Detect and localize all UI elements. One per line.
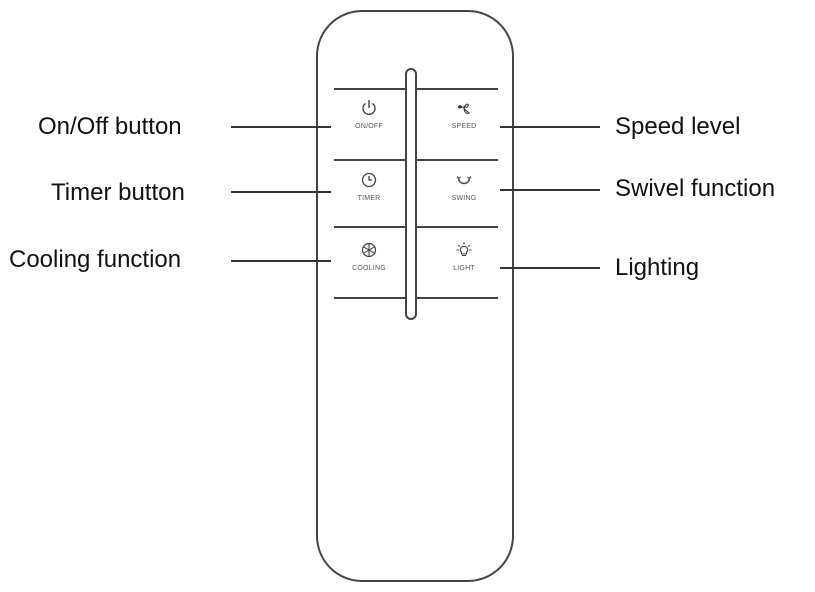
cooling-button[interactable]: COOLING xyxy=(334,240,404,284)
swing-icon xyxy=(456,176,472,185)
power-icon xyxy=(362,100,376,115)
leader-line-onoff xyxy=(231,126,331,128)
callout-onoff: On/Off button xyxy=(38,113,182,140)
onoff-button[interactable]: ON/OFF xyxy=(334,98,404,142)
speed-button-label: SPEED xyxy=(451,123,477,130)
callout-swing: Swivel function xyxy=(615,175,776,202)
light-button-label: LIGHT xyxy=(453,265,475,272)
timer-button-label: TIMER xyxy=(357,195,381,202)
callout-speed: Speed level xyxy=(615,113,741,140)
leader-line-swing xyxy=(500,189,600,191)
leader-line-cooling xyxy=(231,260,331,262)
fan-icon xyxy=(458,103,470,114)
speed-button[interactable]: SPEED xyxy=(429,98,499,142)
leader-line-timer xyxy=(231,191,331,193)
cooling-button-label: COOLING xyxy=(352,265,386,272)
swing-button-label: SWING xyxy=(451,195,477,202)
swing-button[interactable]: SWING xyxy=(429,170,499,214)
callout-light: Lighting xyxy=(615,254,700,281)
leader-line-light xyxy=(500,267,600,269)
callout-cooling: Cooling function xyxy=(9,246,182,273)
bulb-icon xyxy=(456,242,472,256)
onoff-button-label: ON/OFF xyxy=(355,123,383,130)
timer-button[interactable]: TIMER xyxy=(334,170,404,214)
snowflake-icon xyxy=(361,242,377,258)
callout-timer: Timer button xyxy=(51,179,185,206)
light-button[interactable]: LIGHT xyxy=(429,240,499,284)
center-divider xyxy=(405,68,417,320)
clock-icon xyxy=(361,172,377,188)
leader-line-speed xyxy=(500,126,600,128)
